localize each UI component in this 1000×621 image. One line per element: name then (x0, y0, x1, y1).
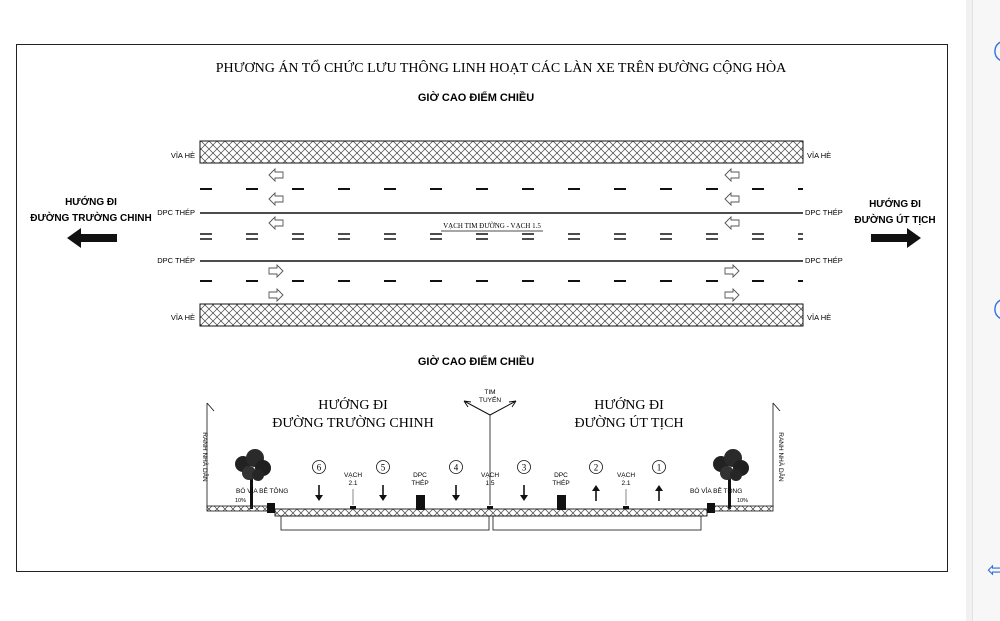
marking-stud (623, 506, 629, 509)
top-sidewalk (199, 140, 804, 164)
sidewalk-label-top-left: VỈA HÈ (171, 151, 195, 160)
center-axis-right-arrow (489, 400, 517, 416)
building-line-right-tick (772, 402, 781, 412)
chevron-icon (724, 167, 740, 183)
marking-label-4-line1: DPC (554, 472, 568, 479)
section-left-direction-line2: ĐƯỜNG TRƯỜNG CHINH (272, 414, 433, 431)
svg-text:5: 5 (381, 463, 386, 473)
document-page: PHƯƠNG ÁN TỔ CHỨC LƯU THÔNG LINH HOẠT CÁ… (0, 0, 966, 621)
slope-label-left: 10% (235, 498, 246, 504)
circle-icon[interactable]: ◯ (993, 298, 1000, 320)
section-left-direction-line1: HƯỚNG ĐI (318, 396, 388, 413)
chevron-icon (724, 287, 740, 303)
right-side-panel: ◯ ◯ ⇦ (972, 0, 1000, 621)
left-arrow-icon (67, 228, 117, 248)
steel-divider-section-left (416, 495, 425, 510)
chevron-icon (724, 215, 740, 231)
curb-label-left: BÓ VỈA BÊ TÔNG (236, 486, 288, 495)
lane-number-1: 1 (652, 460, 666, 474)
lane-number-5: 5 (376, 460, 390, 474)
up-arrow-icon (655, 485, 663, 501)
svg-text:2: 2 (594, 463, 599, 473)
slope-label-right: 10% (737, 498, 748, 504)
curb-label-right: BÓ VỈA BÊ TÔNG (690, 486, 742, 495)
chevron-icon (268, 263, 284, 279)
divider-label-bottom-left: DPC THÉP (157, 256, 195, 265)
section-subtitle: GIỜ CAO ĐIỂM CHIỀU (418, 355, 534, 368)
marking-stud (487, 506, 493, 509)
marking-label-1-line1: VẠCH (344, 472, 362, 479)
expand-left-icon[interactable]: ⇦ (987, 558, 1000, 583)
sidewalk-label-bottom-left: VỈA HÈ (171, 313, 195, 322)
left-curb (267, 503, 275, 513)
down-arrow-icon (379, 485, 387, 501)
up-arrow-icon (592, 485, 600, 501)
plan-right-direction-line2: ĐƯỜNG ÚT TỊCH (854, 213, 935, 226)
marking-label-1-line2: 2.1 (348, 480, 357, 487)
drawing-title: PHƯƠNG ÁN TỔ CHỨC LƯU THÔNG LINH HOẠT CÁ… (216, 58, 787, 76)
plan-subtitle: GIỜ CAO ĐIỂM CHIỀU (418, 91, 534, 104)
marking-label-5-line2: 2.1 (621, 480, 630, 487)
right-arrow-icon (871, 228, 921, 248)
chevron-icon (268, 215, 284, 231)
plan-left-direction-line2: ĐƯỜNG TRƯỜNG CHINH (30, 211, 151, 224)
tree-icon (235, 449, 271, 509)
section-right-direction-line1: HƯỚNG ĐI (594, 396, 664, 413)
building-line-label-right: RANH NHÀ DÂN (777, 432, 786, 482)
chevron-icon (268, 167, 284, 183)
marking-label-3-line1: VẠCH (481, 472, 499, 479)
svg-text:4: 4 (454, 463, 459, 473)
chevron-icon (724, 263, 740, 279)
right-sidewalk-section (708, 505, 774, 512)
center-axis-left-arrow (463, 400, 491, 416)
chevron-icon (268, 287, 284, 303)
sidewalk-label-bottom-right: VỈA HÈ (807, 313, 831, 322)
lane-number-6: 6 (312, 460, 326, 474)
plan-right-direction-line1: HƯỚNG ĐI (869, 197, 921, 210)
marking-label-2-line2: THÉP (411, 478, 428, 487)
lane-number-4: 4 (449, 460, 463, 474)
marking-label-5-line1: VẠCH (617, 472, 635, 479)
building-line-label-left: RANH NHÀ DÂN (201, 432, 210, 482)
marking-stud (350, 506, 356, 509)
chevron-icon (268, 191, 284, 207)
divider-label-top-left: DPC THÉP (157, 208, 195, 217)
traffic-plan-drawing: PHƯƠNG ÁN TỔ CHỨC LƯU THÔNG LINH HOẠT CÁ… (30, 58, 936, 531)
svg-text:6: 6 (317, 463, 322, 473)
circle-icon[interactable]: ◯ (993, 40, 1000, 62)
svg-text:3: 3 (522, 463, 527, 473)
center-axis-label-line2: TUYẾN (479, 394, 501, 404)
down-arrow-icon (452, 485, 460, 501)
sidewalk-label-top-right: VỈA HÈ (807, 151, 831, 160)
center-axis-label-line1: TIM (484, 389, 495, 396)
tree-icon (713, 449, 749, 509)
divider-label-top-right: DPC THÉP (805, 208, 843, 217)
road-base-right (492, 515, 702, 531)
lane-number-3: 3 (517, 460, 531, 474)
centerline-label: VẠCH TIM ĐƯỜNG - VẠCH 1.5 (443, 222, 541, 230)
building-line-left-tick (206, 402, 215, 412)
section-lane-arrows (315, 485, 663, 501)
down-arrow-icon (315, 485, 323, 501)
left-sidewalk-section (206, 505, 272, 512)
road-surface (274, 508, 708, 517)
divider-label-bottom-right: DPC THÉP (805, 256, 843, 265)
chevron-icon (724, 191, 740, 207)
plan-left-direction-line1: HƯỚNG ĐI (65, 195, 117, 208)
right-curb (707, 503, 715, 513)
steel-divider-section-right (557, 495, 566, 510)
bottom-sidewalk (199, 303, 804, 327)
lane-arrows (268, 167, 740, 303)
road-base-left (280, 515, 490, 531)
svg-text:1: 1 (657, 463, 662, 473)
marking-label-4-line2: THÉP (552, 478, 569, 487)
section-right-direction-line2: ĐƯỜNG ÚT TỊCH (574, 414, 683, 431)
lane-number-2: 2 (589, 460, 603, 474)
drawing-frame: PHƯƠNG ÁN TỔ CHỨC LƯU THÔNG LINH HOẠT CÁ… (16, 44, 948, 572)
down-arrow-icon (520, 485, 528, 501)
marking-label-3-line2: 1.5 (485, 480, 494, 487)
marking-label-2-line1: DPC (413, 472, 427, 479)
